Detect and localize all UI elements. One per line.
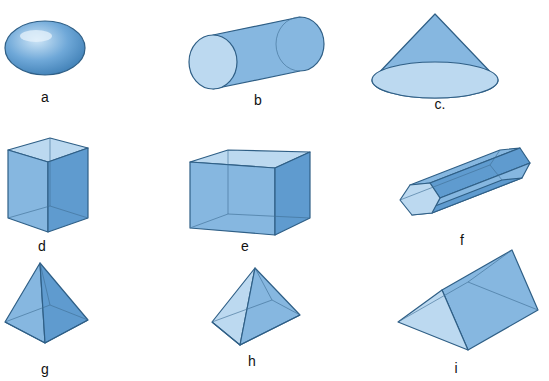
ellipsoid	[5, 21, 85, 75]
cube	[8, 138, 88, 232]
pyramid	[212, 268, 300, 345]
shape-letter: i	[454, 361, 457, 375]
hexagonal-prism	[400, 148, 530, 215]
shape-letter: c.	[435, 97, 446, 111]
shape-letter: g	[41, 362, 49, 376]
shape-letter: a	[41, 90, 49, 104]
shape-letter: h	[248, 354, 256, 368]
triangular-prism	[398, 250, 538, 350]
square-pyramid	[5, 263, 88, 343]
shape-letter: e	[241, 239, 249, 253]
cuboid	[190, 150, 310, 235]
shape-letter: d	[38, 239, 46, 253]
cone	[372, 14, 498, 98]
shape-letter: b	[254, 93, 262, 107]
shape-letter: f	[460, 233, 464, 247]
cylinder	[189, 17, 324, 89]
